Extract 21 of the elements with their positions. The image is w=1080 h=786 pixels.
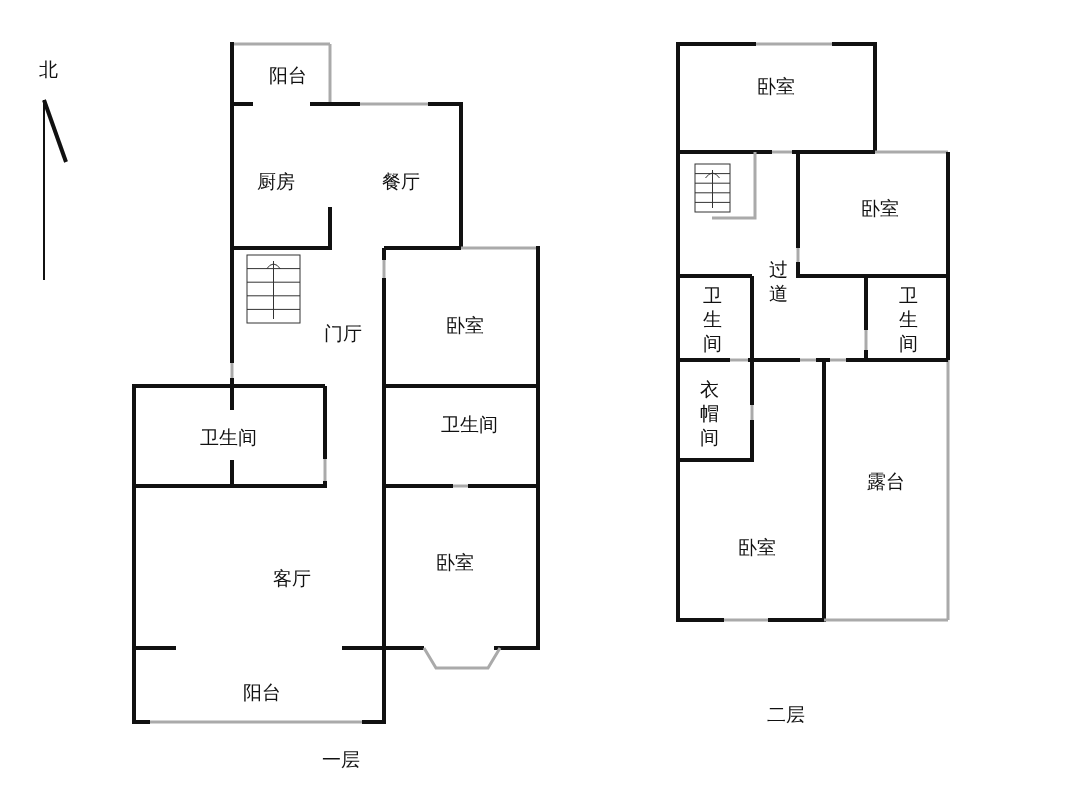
- room-label: 卧室: [738, 535, 776, 559]
- room-label: 卧室: [436, 550, 474, 574]
- room-label: 门厅: [324, 321, 362, 345]
- room-label: 卫生间: [440, 412, 498, 436]
- room-label: 露台: [867, 469, 905, 493]
- room-label: 卫生间: [702, 284, 722, 356]
- room-label: 厨房: [257, 169, 295, 193]
- room-label: 阳台: [243, 680, 281, 704]
- room-label: 客厅: [273, 566, 311, 590]
- room-label: 过道: [768, 258, 788, 306]
- room-label: 衣帽间: [699, 378, 719, 450]
- compass-label: 北: [38, 57, 58, 82]
- room-label: 卧室: [446, 313, 484, 337]
- room-label: 卧室: [757, 74, 795, 98]
- floor-caption: 一层: [322, 747, 360, 772]
- room-label: 卫生间: [898, 284, 918, 356]
- room-label: 卧室: [861, 196, 899, 220]
- room-label: 阳台: [269, 63, 307, 87]
- floor-caption: 二层: [767, 702, 805, 727]
- room-label: 卫生间: [199, 425, 257, 449]
- room-label: 餐厅: [382, 169, 420, 193]
